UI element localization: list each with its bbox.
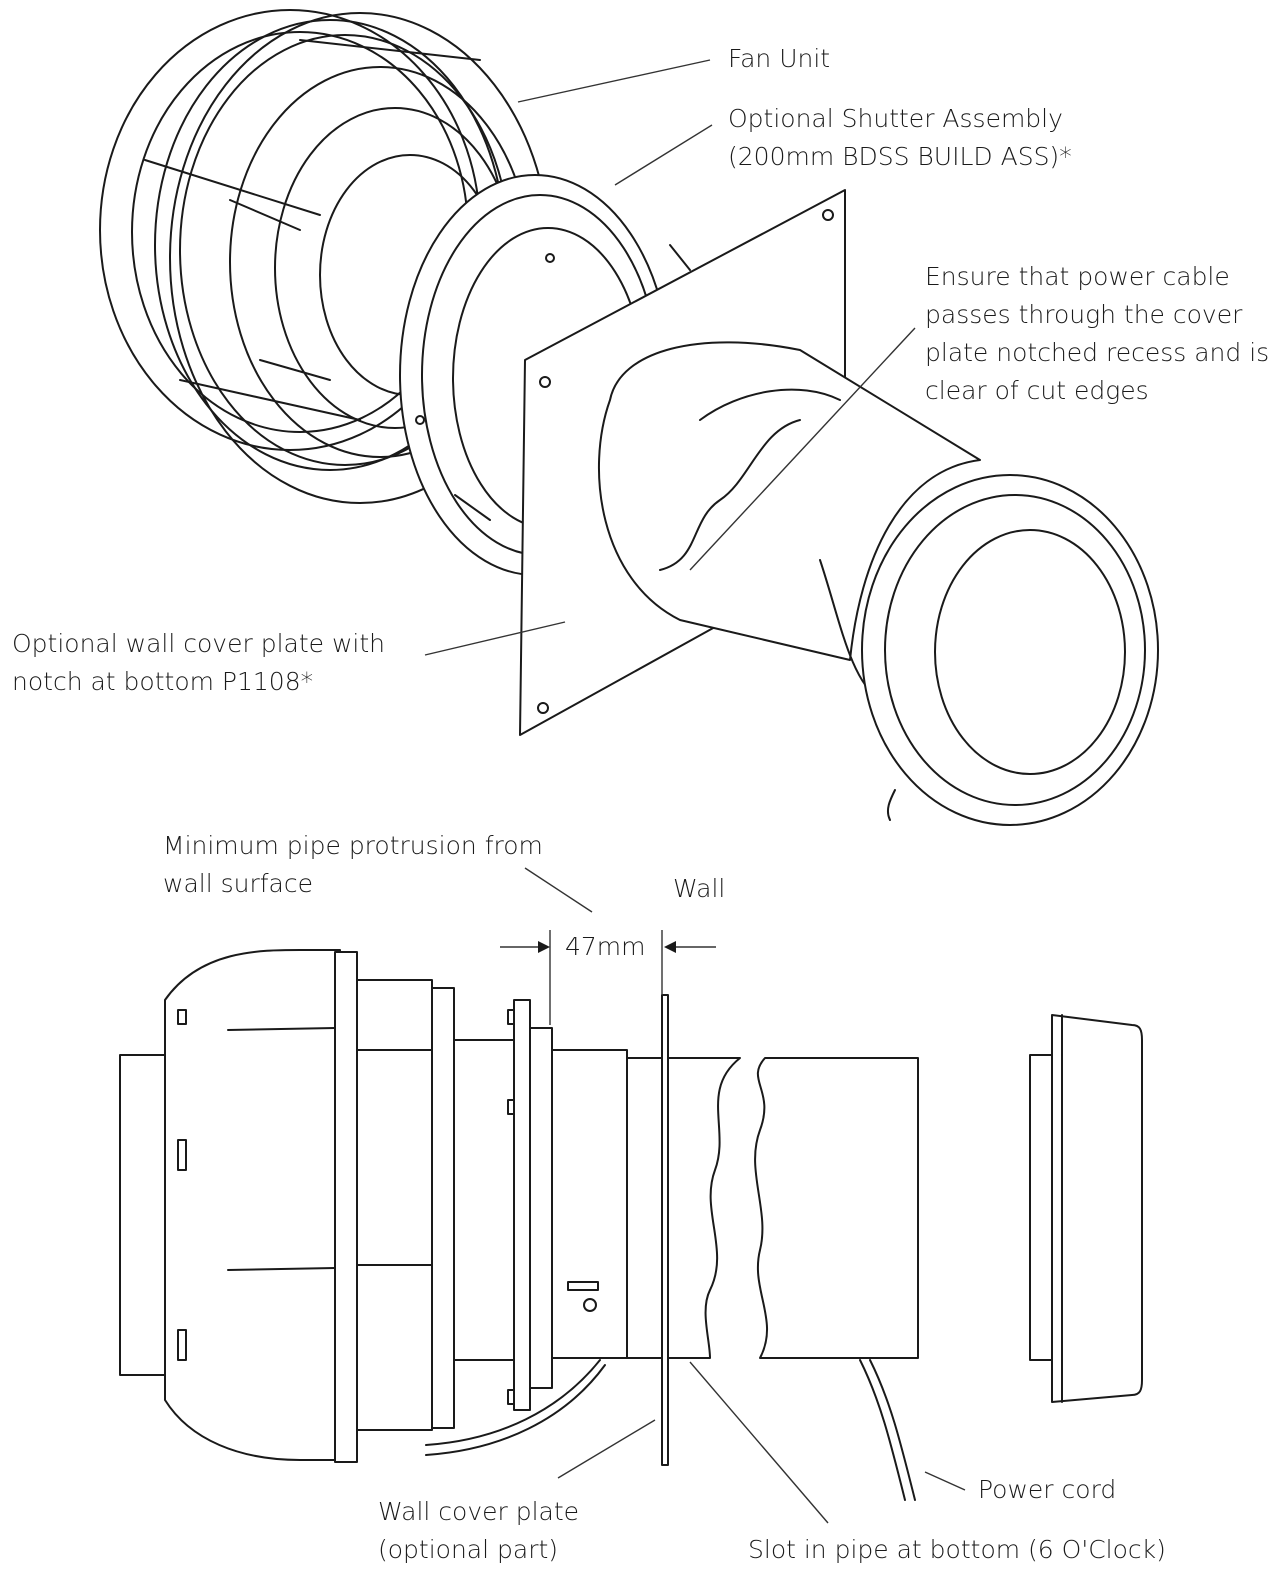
wall-cover-plate-label: Wall cover plate (optional part) [378, 1493, 579, 1569]
fan-unit-text: Fan Unit [728, 44, 831, 73]
shutter-assembly-label: Optional Shutter Assembly (200mm BDSS BU… [728, 100, 1072, 176]
cover-line-2: (optional part) [378, 1535, 559, 1564]
wall-text: Wall [673, 874, 726, 903]
shutter-side-drawing [507, 999, 553, 1411]
cover-line-1: Wall cover plate [378, 1497, 580, 1526]
wall-label: Wall [673, 870, 725, 908]
cable-line-4: clear of cut edges [925, 376, 1149, 405]
spigot-side-drawing [1029, 1014, 1143, 1403]
power-cable-note: Ensure that power cable passes through t… [925, 258, 1269, 410]
cable-line-2: passes through the cover [925, 300, 1243, 329]
wall-cover-plate-note: Optional wall cover plate with notch at … [12, 625, 385, 701]
wallplate-line-1: Optional wall cover plate with [12, 629, 385, 658]
shutter-line-1: Optional Shutter Assembly [728, 104, 1063, 133]
fan-unit-drawing [99, 9, 551, 504]
pipe-side-drawing [425, 994, 919, 1501]
protrusion-line-2: wall surface [163, 869, 313, 898]
pipe-protrusion-note: Minimum pipe protrusion from wall surfac… [163, 827, 543, 903]
fan-unit-label: Fan Unit [728, 40, 830, 78]
wallplate-line-2: notch at bottom P1108* [12, 667, 314, 696]
fan-side-drawing [119, 949, 515, 1463]
cable-line-3: plate notched recess and is [925, 338, 1270, 367]
dimension-text: 47mm [565, 932, 646, 961]
power-cord-label: Power cord [978, 1471, 1116, 1509]
power-cord-text: Power cord [978, 1475, 1117, 1504]
dimension-label: 47mm [565, 928, 646, 966]
protrusion-line-1: Minimum pipe protrusion from [163, 831, 543, 860]
shutter-line-2: (200mm BDSS BUILD ASS)* [728, 142, 1072, 171]
slot-label: Slot in pipe at bottom (6 O'Clock) [748, 1531, 1166, 1569]
pipe-drawing [597, 341, 1159, 826]
cable-line-1: Ensure that power cable [925, 262, 1230, 291]
slot-text: Slot in pipe at bottom (6 O'Clock) [748, 1535, 1166, 1564]
